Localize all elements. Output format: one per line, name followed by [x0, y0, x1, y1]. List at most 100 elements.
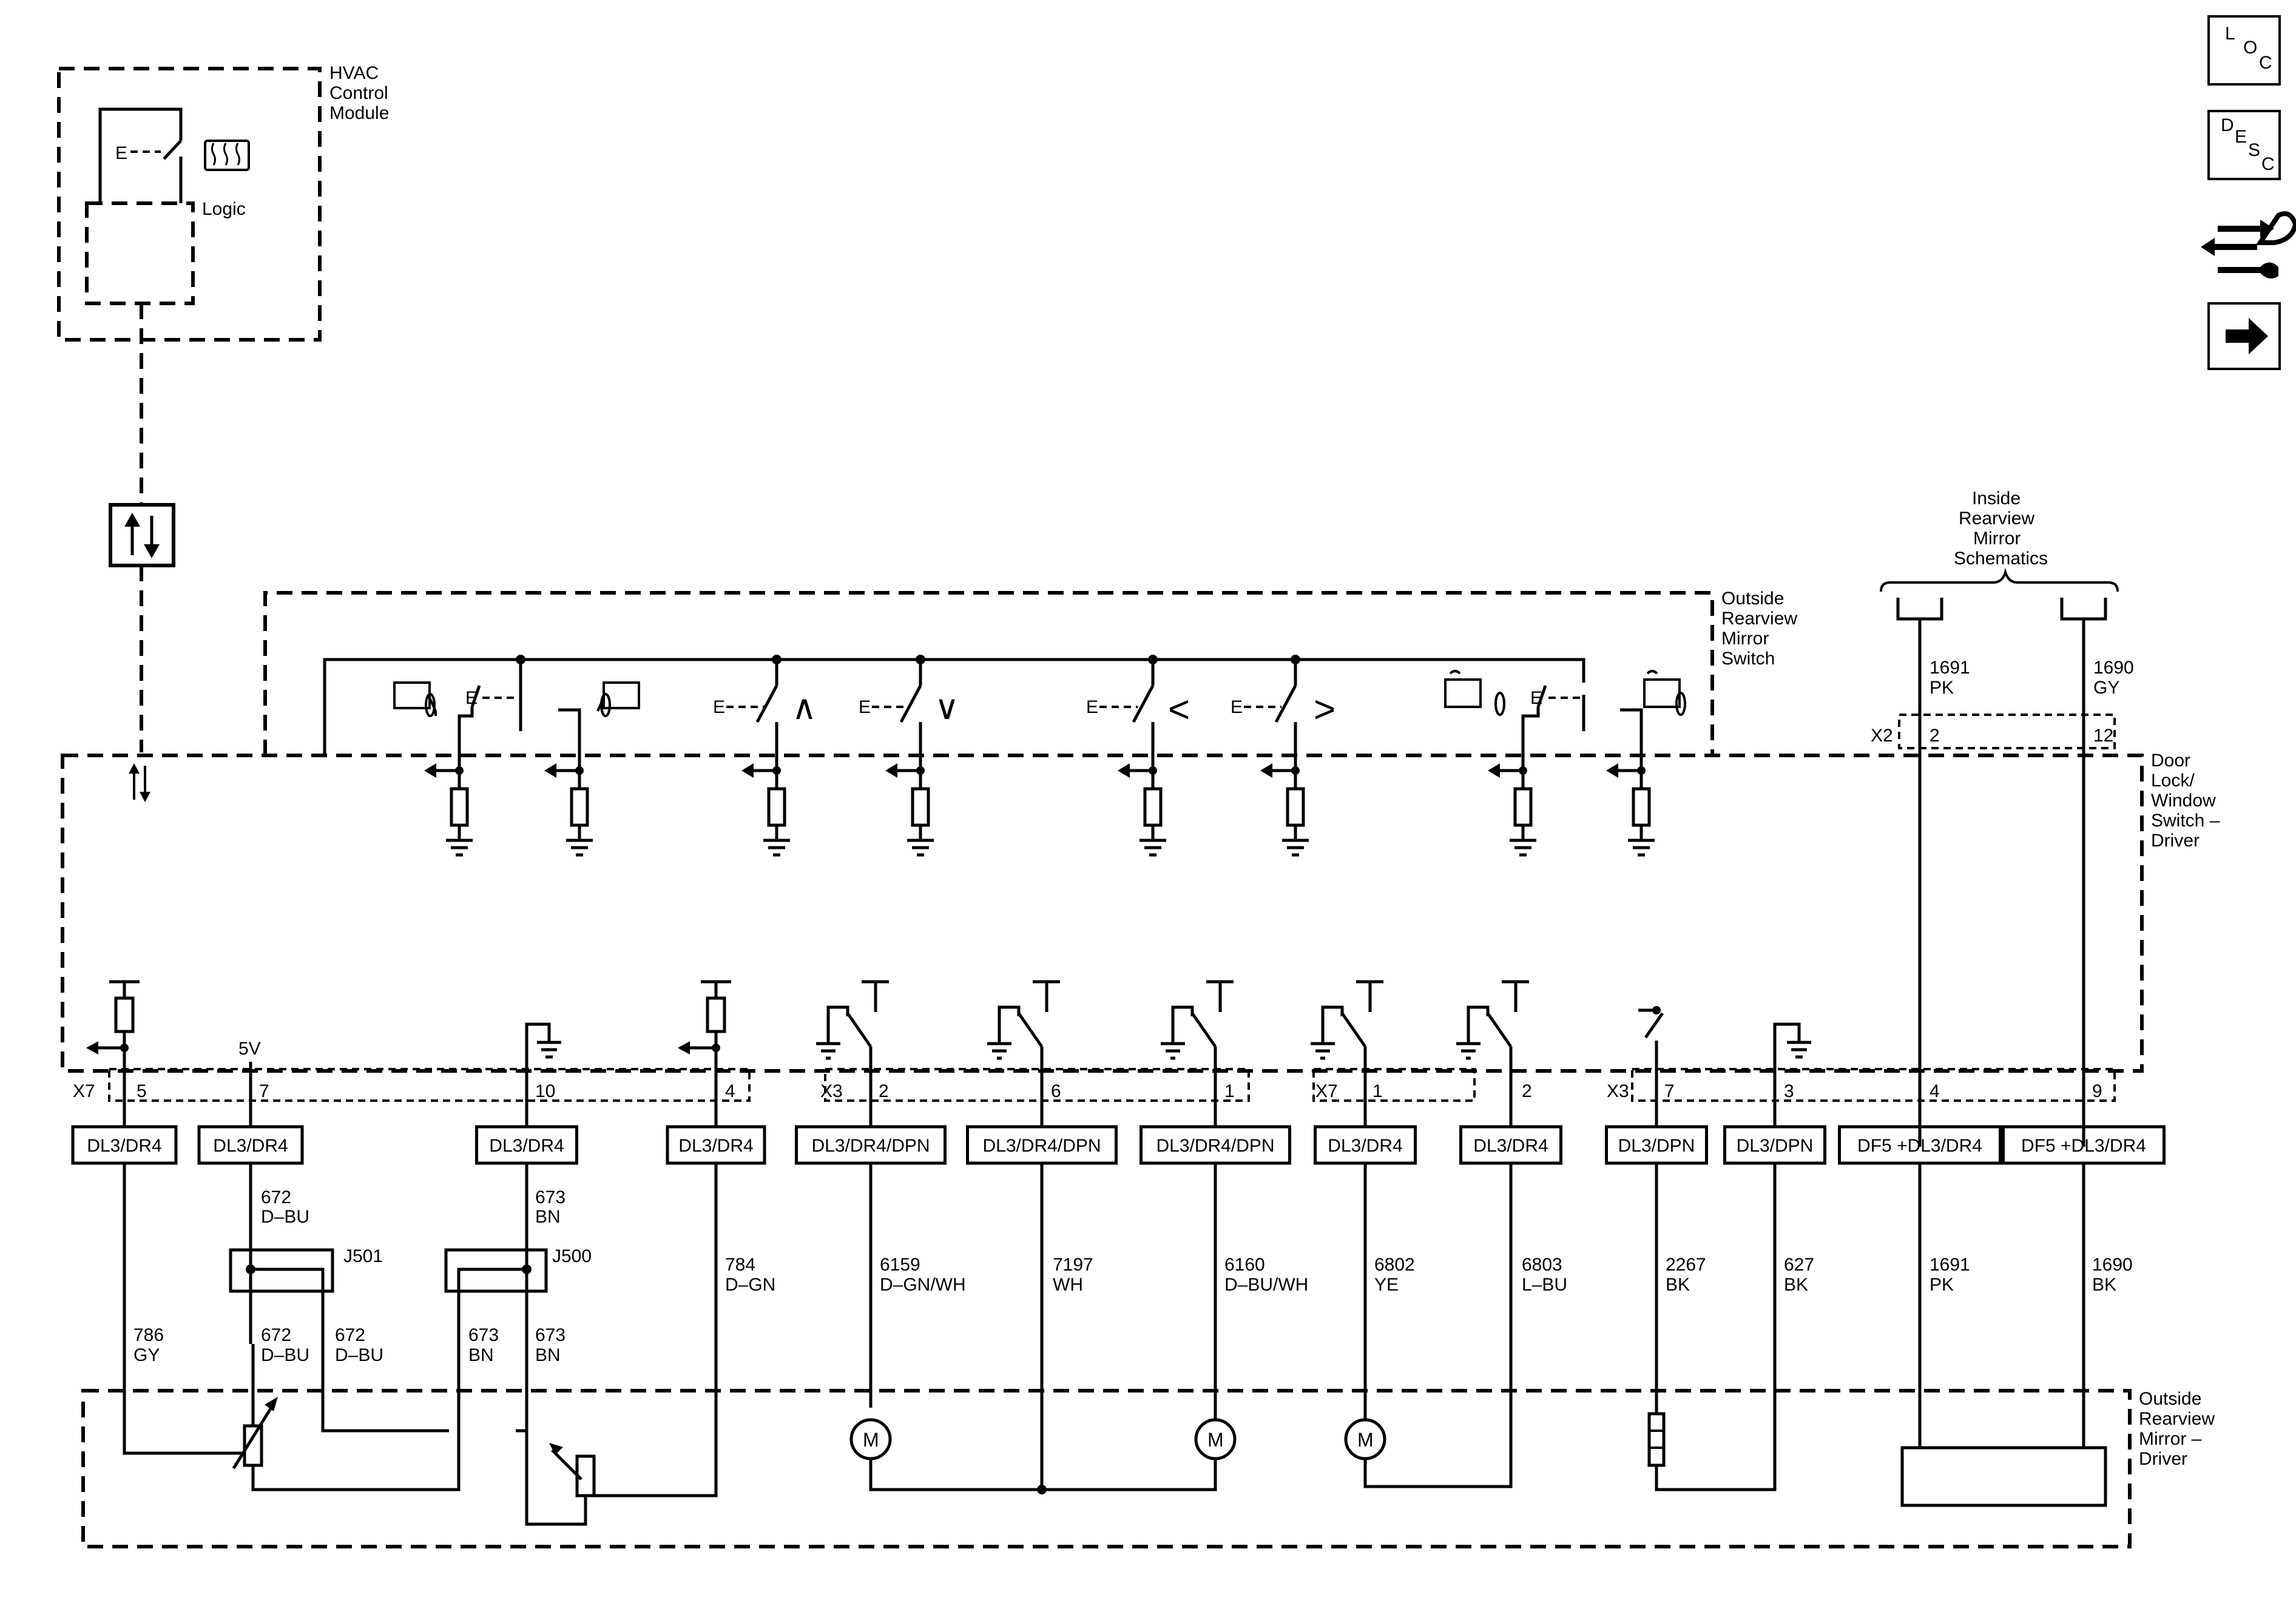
option-label: DL3/DR4/DPN [811, 1136, 930, 1156]
pin-label: 3 [1784, 1081, 1794, 1101]
switch-e-left: E [1086, 697, 1098, 717]
door-switch-label-5: Driver [2151, 831, 2200, 851]
wire-long-color: L–BU [1522, 1275, 1567, 1295]
left-symbol: < [1168, 689, 1190, 731]
pin-label: 6 [1051, 1081, 1061, 1101]
mirror-switch-label-4: Switch [1721, 649, 1775, 669]
wire-lower-color: D–BU [261, 1345, 309, 1365]
loc-o: O [2243, 38, 2257, 58]
door-switch-label-3: Window [2151, 791, 2216, 811]
option-box [1140, 1125, 1291, 1165]
option-label: DL3/DR4 [213, 1136, 288, 1156]
option-box [966, 1125, 1118, 1165]
wire-long-color: BK [1666, 1275, 1690, 1295]
mirror-driver-label-1: Outside [2139, 1389, 2201, 1409]
mirror-driver-label-4: Driver [2139, 1449, 2187, 1469]
wire-1691-top-color: PK [1930, 678, 1954, 698]
wire-long-color: PK [1930, 1275, 1954, 1295]
pin-label: 4 [725, 1081, 735, 1101]
mirror-driver-label-3: Mirror – [2139, 1429, 2202, 1449]
nav-loc-button[interactable]: L O C [2207, 15, 2281, 86]
pin-x2-2: 2 [1930, 726, 1940, 746]
outside-mirror-switch: Outside Rearview Mirror Switch [263, 589, 1797, 755]
wire-long: 6802 [1374, 1255, 1415, 1275]
inside-mirror-label-4: Schematics [1954, 549, 2048, 569]
connector-x3: X3 [820, 1081, 843, 1101]
door-switch-label-1: Door [2151, 751, 2190, 771]
motor-2-label: M [1207, 1429, 1224, 1451]
nav-desc-button[interactable]: D E S C [2207, 110, 2281, 180]
serial-data-link [109, 303, 175, 802]
right-symbol: > [1314, 689, 1335, 731]
option-labels: DL3/DR4 DL3/DR4 DL3/DR4 DL3/DR4 DL3/DR4/DPN D… [71, 1101, 2166, 1165]
option-label: DL3/DR4/DPN [982, 1136, 1101, 1156]
connector-x2: X2 [1871, 726, 1893, 746]
wire-long-color: YE [1374, 1275, 1399, 1295]
wire-long: 1690 [2092, 1255, 2133, 1275]
wire-long: 2267 [1666, 1255, 1706, 1275]
pin-label: 7 [259, 1081, 269, 1101]
wire-lower-color: BN [468, 1345, 494, 1365]
mirror-tilt-icon [1643, 670, 1686, 716]
mirror-switch-label-3: Mirror [1721, 629, 1769, 649]
down-symbol: ∨ [934, 688, 959, 726]
connector-x3b: X3 [1607, 1081, 1629, 1101]
mirror-driver-label-2: Rearview [2139, 1409, 2215, 1429]
mirror-heat-icon [1444, 670, 1505, 716]
wire-long-color: BK [2092, 1275, 2116, 1295]
splice-j500-label: J500 [552, 1246, 592, 1266]
pin-label: 1 [1224, 1081, 1235, 1101]
connector-wrench-icon[interactable] [2201, 211, 2296, 279]
rear-defrost-icon [204, 140, 250, 171]
switch-e-right: E [1231, 697, 1243, 717]
option-box [197, 1125, 304, 1165]
option-label: DL3/DR4 [87, 1136, 161, 1156]
option-label: DL3/DR4 [678, 1136, 753, 1156]
wire-lower-color: GY [133, 1345, 160, 1365]
wire-lower-color: BN [535, 1345, 561, 1365]
pin-label: 5 [137, 1081, 147, 1101]
mirror-switch-label-2: Rearview [1721, 609, 1797, 629]
hvac-switch-e: E [115, 143, 127, 163]
up-symbol: ∧ [792, 688, 817, 726]
wire-long-color: D–GN [725, 1275, 775, 1295]
loc-c: C [2259, 53, 2272, 73]
switch-e-down: E [859, 697, 871, 717]
wire-673-upper-color: BN [535, 1207, 561, 1227]
wire-lower-color: D–BU [335, 1345, 383, 1365]
loc-l: L [2225, 24, 2235, 44]
option-label: DL3/DR4 [1473, 1136, 1548, 1156]
pin-label: 2 [879, 1081, 889, 1101]
wire-long: 784 [725, 1255, 755, 1275]
door-switch-label-2: Lock/ [2151, 771, 2195, 791]
wire-long-color: BK [1784, 1275, 1808, 1295]
arrow-right-icon[interactable] [2207, 302, 2281, 370]
desc-c: C [2261, 154, 2275, 174]
switch-row: E E ∧ E ∨ E < E [393, 660, 1686, 789]
wire-lower: 672 [335, 1325, 365, 1345]
outside-mirror-driver: Outside Rearview Mirror – Driver M M M [81, 1344, 2215, 1548]
wire-long-color: D–BU/WH [1224, 1275, 1308, 1295]
mirror-fold-icon [393, 681, 437, 717]
connector-x7: X7 [73, 1081, 95, 1101]
wire-672-upper: 672 [261, 1187, 291, 1207]
wire-long: 1691 [1930, 1255, 1970, 1275]
mirror-fold-out-icon [596, 681, 640, 717]
hvac-module-label-1: HVAC [329, 63, 379, 83]
wire-long: 6159 [880, 1255, 920, 1275]
label-5v: 5V [238, 1039, 261, 1059]
pin-x2-12: 12 [2093, 726, 2113, 746]
wire-672-upper-color: D–BU [261, 1207, 309, 1227]
wire-long: 7197 [1053, 1255, 1093, 1275]
motor-1-label: M [863, 1429, 879, 1451]
pin-label: 7 [1664, 1081, 1675, 1101]
door-lock-window-switch: Door Lock/ Window Switch – Driver [61, 751, 2220, 1073]
hvac-module-label-3: Module [329, 103, 389, 123]
inside-mirror-link: Inside Rearview Mirror Schematics 1691 P… [1880, 488, 2134, 1147]
option-label: DL3/DR4/DPN [1156, 1136, 1274, 1156]
input-resistors [424, 763, 1655, 857]
desc-e: E [2235, 127, 2247, 147]
mirror-switch-label-1: Outside [1721, 589, 1784, 609]
